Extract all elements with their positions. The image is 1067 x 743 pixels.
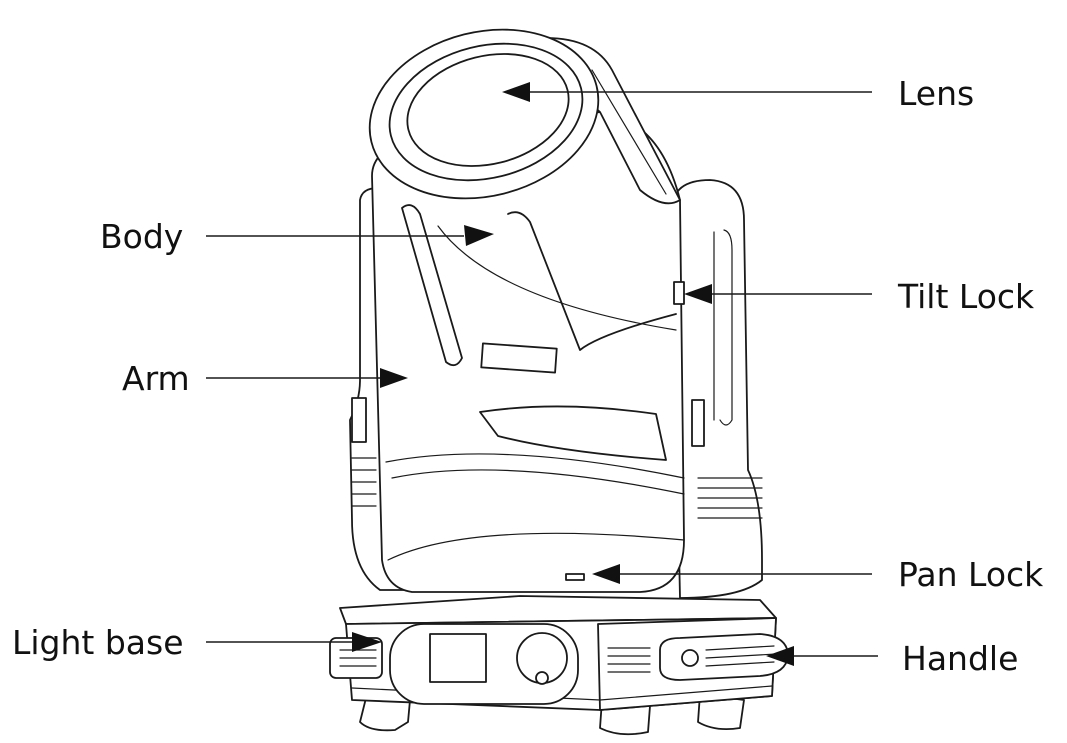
arrow-icon bbox=[464, 225, 494, 246]
label-body: Body bbox=[100, 217, 183, 256]
tilt-lock-knob bbox=[673, 281, 685, 305]
label-light-base: Light base bbox=[12, 623, 184, 662]
callout-light-base: Light base bbox=[12, 623, 382, 662]
arrow-icon bbox=[592, 564, 620, 584]
label-lens: Lens bbox=[898, 74, 974, 113]
callout-handle: Handle bbox=[766, 639, 1018, 678]
right-arm bbox=[671, 179, 763, 599]
label-tilt-lock: Tilt Lock bbox=[897, 277, 1035, 316]
lens-barrel bbox=[368, 28, 681, 205]
callout-lens: Lens bbox=[502, 74, 974, 113]
arrow-icon bbox=[380, 368, 408, 388]
callout-arm: Arm bbox=[122, 359, 408, 398]
moving-head-fixture bbox=[329, 28, 789, 736]
light-base bbox=[329, 595, 789, 711]
callout-tilt-lock: Tilt Lock bbox=[684, 277, 1035, 316]
callout-pan-lock: Pan Lock bbox=[592, 555, 1044, 594]
callout-body: Body bbox=[100, 217, 494, 256]
arrow-icon bbox=[352, 632, 382, 652]
arrow-icon bbox=[684, 284, 712, 304]
arrow-icon bbox=[502, 82, 530, 102]
label-pan-lock: Pan Lock bbox=[898, 555, 1044, 594]
arrow-icon bbox=[766, 646, 794, 666]
label-handle: Handle bbox=[902, 639, 1018, 678]
label-arm: Arm bbox=[122, 359, 190, 398]
